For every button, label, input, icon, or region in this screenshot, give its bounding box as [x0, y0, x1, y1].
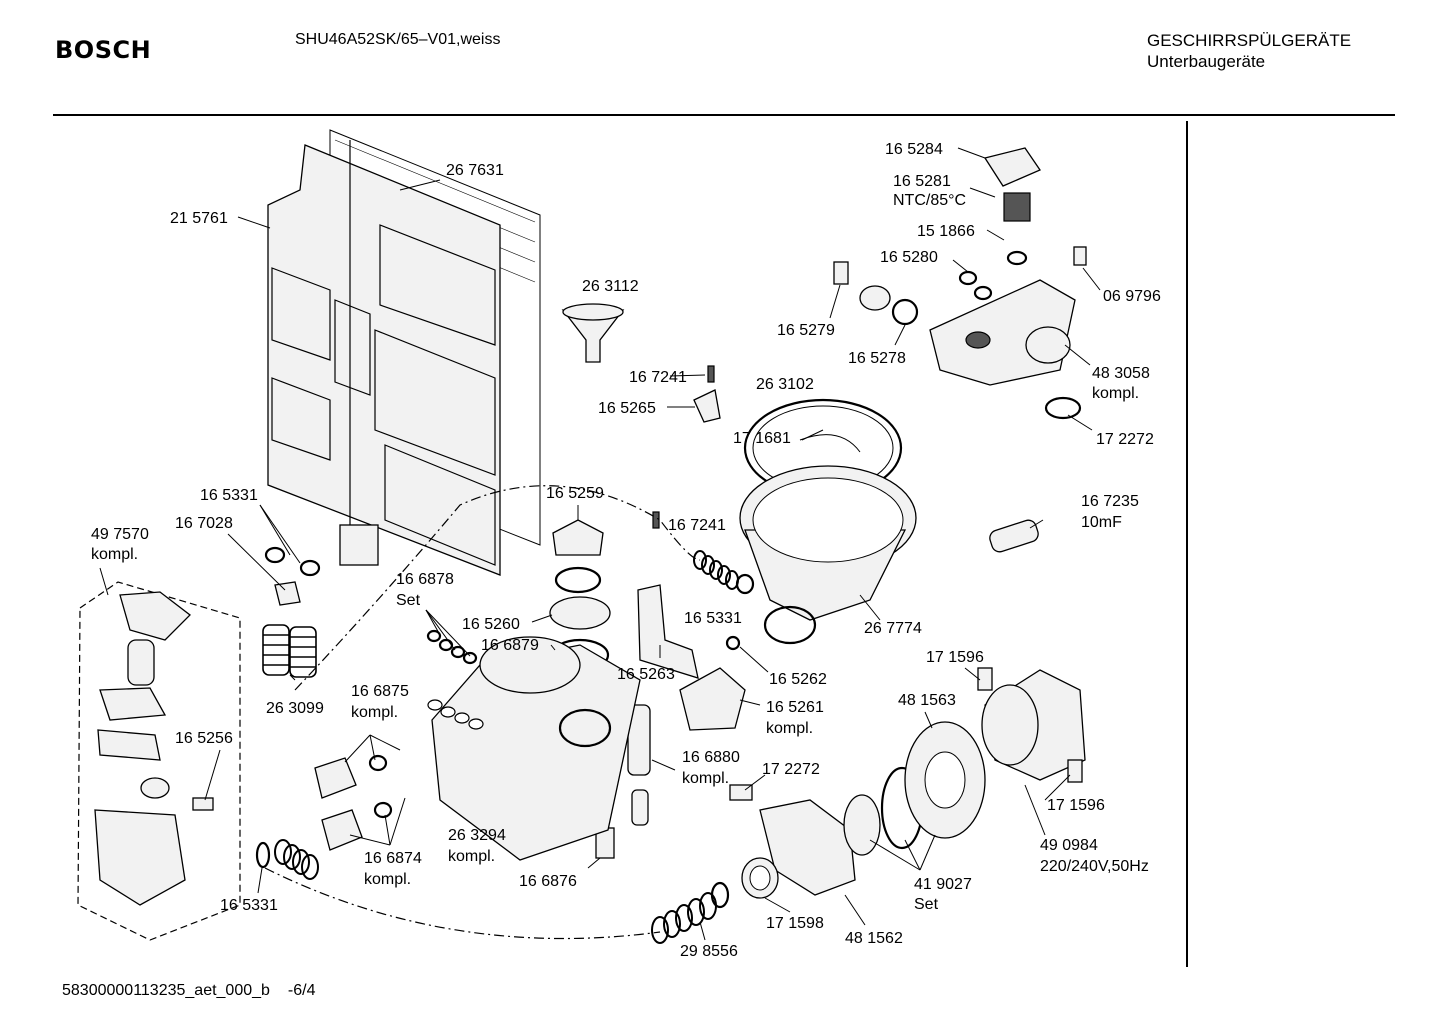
label-165256: 16 5256	[175, 730, 233, 747]
category-subtitle: Unterbaugeräte	[1147, 52, 1266, 71]
label-165265: 16 5265	[598, 400, 656, 417]
label-298556: 29 8556	[680, 943, 738, 960]
label-165279: 16 5279	[777, 322, 835, 339]
label-165262: 16 5262	[769, 671, 827, 688]
header-rule	[53, 114, 1395, 116]
label-481563: 48 1563	[898, 692, 956, 709]
label-171681: 17 1681	[733, 430, 791, 447]
label-172272-mid: 17 2272	[762, 761, 820, 778]
inlet-assembly-box	[77, 581, 241, 941]
label-263099: 26 3099	[266, 700, 324, 717]
label-167241-top: 16 7241	[629, 369, 687, 386]
label-165284: 16 5284	[885, 141, 943, 158]
label-165331-bottom: 16 5331	[220, 897, 278, 914]
part-labels: 26 7631 21 5761 26 3112 16 7241 16 5265 …	[91, 141, 1161, 960]
label-166876: 16 6876	[519, 873, 577, 890]
footer: 58300000113235_aet_000_b -6/4	[62, 982, 316, 1000]
label-171598: 17 1598	[766, 915, 824, 932]
label-215761: 21 5761	[170, 210, 228, 227]
leader-lines	[99, 147, 1101, 941]
drain-hose-left	[274, 839, 319, 880]
label-263102: 26 3102	[756, 376, 814, 393]
label-167028: 16 7028	[175, 515, 233, 532]
label-263112: 26 3112	[582, 278, 639, 295]
category-title: GESCHIRRSPÜLGERÄTE	[1147, 31, 1352, 50]
label-151866: 15 1866	[917, 223, 975, 240]
label-165278: 16 5278	[848, 350, 906, 367]
label-165260: 16 5260	[462, 616, 520, 633]
label-165263: 16 5263	[617, 666, 675, 683]
label-165331-mid: 16 5331	[684, 610, 742, 627]
inlet-assembly-parts	[119, 591, 191, 641]
brand-logo: BOSCH	[55, 36, 152, 64]
label-165259: 16 5259	[546, 485, 604, 502]
label-167241-mid: 16 7241	[668, 517, 726, 534]
label-481562: 48 1562	[845, 930, 903, 947]
water-tank	[267, 144, 501, 576]
tank-outlet	[339, 524, 379, 566]
side-rule	[1186, 121, 1188, 967]
label-166879: 16 6879	[481, 637, 539, 654]
part-drawings	[77, 129, 1087, 944]
label-171596-top: 17 1596	[926, 649, 984, 666]
footer-doc-id: 58300000113235_aet_000_b	[62, 982, 270, 999]
capacitor	[989, 519, 1039, 553]
label-267774: 26 7774	[864, 620, 922, 637]
model-number: SHU46A52SK/65–V01,weiss	[295, 31, 501, 48]
label-171596-bottom: 17 1596	[1047, 797, 1105, 814]
spring-pair	[262, 624, 317, 678]
label-172272-top: 17 2272	[1096, 431, 1154, 448]
drain-hose-bottom	[651, 892, 717, 944]
funnel	[561, 309, 625, 363]
valve-upper	[314, 757, 357, 799]
filter-nut	[549, 596, 611, 630]
valve-lower	[321, 809, 363, 851]
label-165280: 16 5280	[880, 249, 938, 266]
spring-hose	[693, 550, 739, 590]
label-267631: 26 7631	[446, 162, 504, 179]
filter-top	[552, 519, 604, 556]
label-165331-top: 16 5331	[200, 487, 258, 504]
label-069796: 06 9796	[1103, 288, 1161, 305]
footer-page: -6/4	[287, 982, 316, 999]
